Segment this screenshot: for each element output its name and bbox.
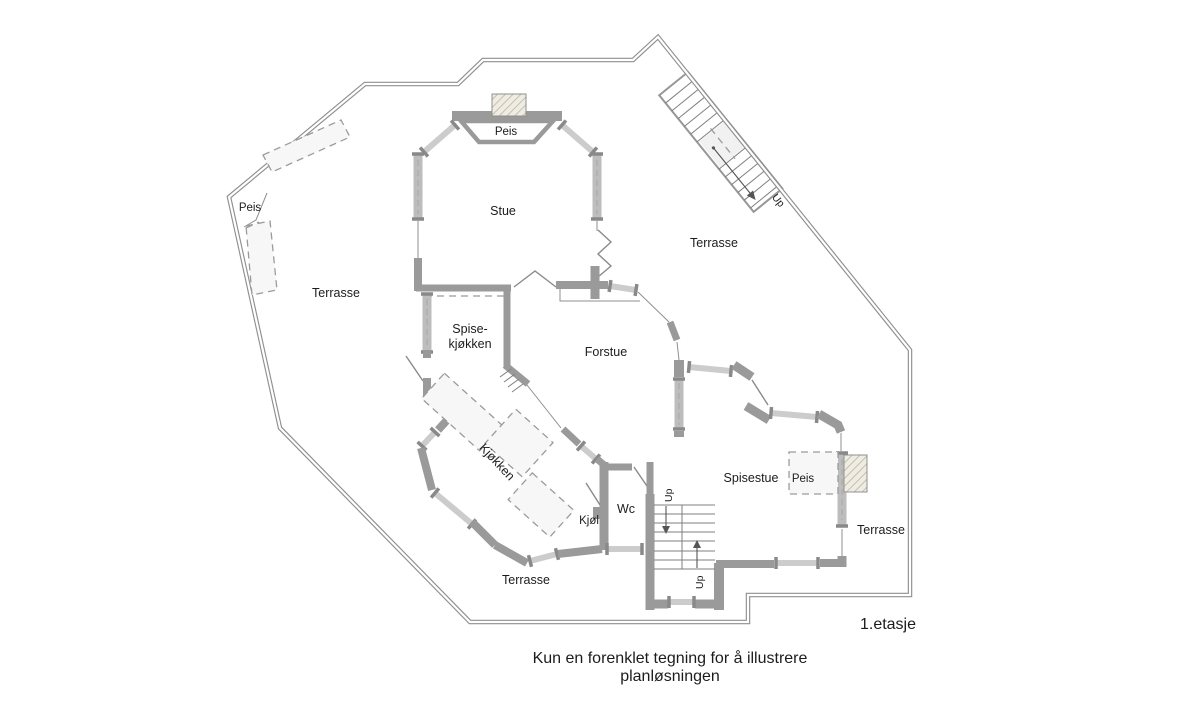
spisekjokken-terrace-door [405, 355, 424, 382]
room-label-spisekjokken-line1: Spise- [452, 322, 487, 336]
terrace-label-east: Terrasse [857, 523, 905, 537]
terrace-label-northeast: Terrasse [690, 236, 738, 250]
spisestue-chimney-hatch [843, 454, 868, 493]
stue-folding-door-east [596, 229, 613, 278]
room-label-stue: Stue [490, 204, 516, 218]
floor-label: 1.etasje [860, 616, 916, 633]
fireplace-label-spisestue-peis: Peis [792, 473, 815, 485]
interior-stairs-up-label-lower: Up [694, 575, 706, 589]
exterior-staircase: Up [657, 70, 787, 214]
room-label-forstue: Forstue [585, 345, 627, 359]
stue-chimney-hatch [491, 93, 527, 117]
room-label-spisekjokken-line2: kjøkken [448, 337, 491, 351]
room-label-wc: Wc [617, 502, 635, 516]
room-label-spisestue: Spisestue [724, 471, 779, 485]
spisekjokken-steps [499, 368, 524, 393]
kjol-door [585, 482, 601, 506]
interior-staircase [645, 494, 724, 610]
stue-folding-door-south [513, 270, 557, 288]
terrace-label-south: Terrasse [502, 573, 550, 587]
stue-walls [412, 93, 613, 299]
spisestue-hearth [788, 451, 839, 495]
caption-line1: Kun en forenklet tegning for å illustrer… [533, 649, 808, 667]
fireplace-label-stue-peis: Peis [495, 126, 518, 138]
spisekjokken-walls [405, 284, 531, 396]
kjokken-counters [420, 372, 575, 539]
terrace-fireplace-nook [243, 192, 268, 229]
interior-stairs-up-label-upper: Up [663, 488, 675, 502]
entry-door [751, 379, 769, 406]
terrace-label-west: Terrasse [312, 286, 360, 300]
spisestue-walls [716, 433, 868, 569]
caption-line2: planløsningen [620, 668, 720, 685]
wc-kjol-walls [526, 384, 654, 555]
exterior-stair-treads [665, 79, 780, 209]
terrace-benches [245, 119, 351, 296]
forstue-walls [556, 279, 846, 437]
room-label-kjol: Kjøl [579, 515, 599, 527]
interior-stair-treads [654, 504, 715, 570]
fireplace-label-terrace-peis: Peis [239, 202, 262, 214]
